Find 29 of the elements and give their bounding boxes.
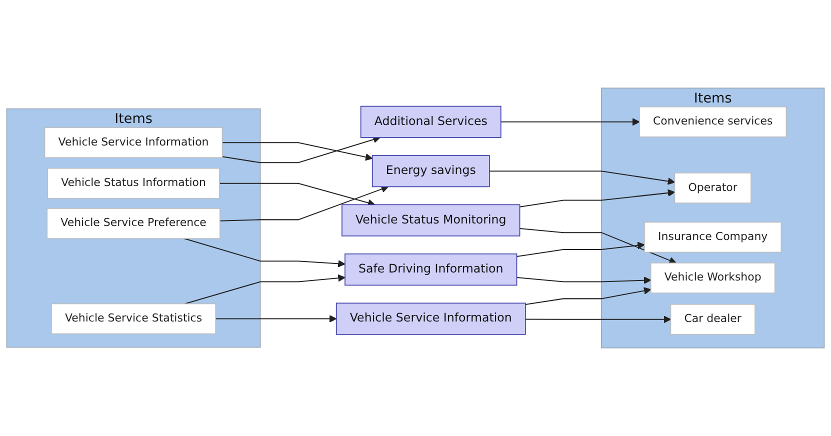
node-box: Convenience services bbox=[639, 106, 787, 138]
arrow bbox=[216, 315, 337, 322]
arrow bbox=[520, 228, 676, 264]
node-box: Vehicle Status Information bbox=[47, 168, 220, 199]
arrow bbox=[516, 242, 645, 258]
node-box: Vehicle Service Statistics bbox=[51, 303, 216, 334]
arrow bbox=[525, 287, 652, 305]
node-box: Car dealer bbox=[670, 304, 756, 335]
node-box: Additional Services bbox=[360, 106, 502, 138]
node-box: Vehicle Service Preference bbox=[46, 208, 220, 239]
node-box: Vehicle Workshop bbox=[650, 262, 776, 294]
arrow bbox=[222, 142, 373, 161]
arrow bbox=[222, 136, 380, 164]
arrow bbox=[184, 238, 346, 268]
arrow bbox=[525, 316, 672, 324]
node-box: Energy savings bbox=[372, 155, 490, 188]
arrow bbox=[520, 189, 676, 208]
arrow bbox=[220, 186, 389, 222]
node-box: Safe Driving Information bbox=[344, 253, 518, 286]
arrow bbox=[219, 182, 376, 206]
arrow bbox=[184, 274, 346, 304]
node-box: Insurance Company bbox=[644, 222, 782, 253]
node-box: Vehicle Service Information bbox=[44, 127, 223, 158]
arrow bbox=[489, 170, 676, 185]
arrow bbox=[516, 276, 652, 284]
node-box: Vehicle Service Information bbox=[336, 302, 526, 335]
arrow bbox=[500, 118, 640, 126]
node-box: Vehicle Status Monitoring bbox=[342, 204, 520, 236]
node-box: Operator bbox=[674, 172, 752, 204]
